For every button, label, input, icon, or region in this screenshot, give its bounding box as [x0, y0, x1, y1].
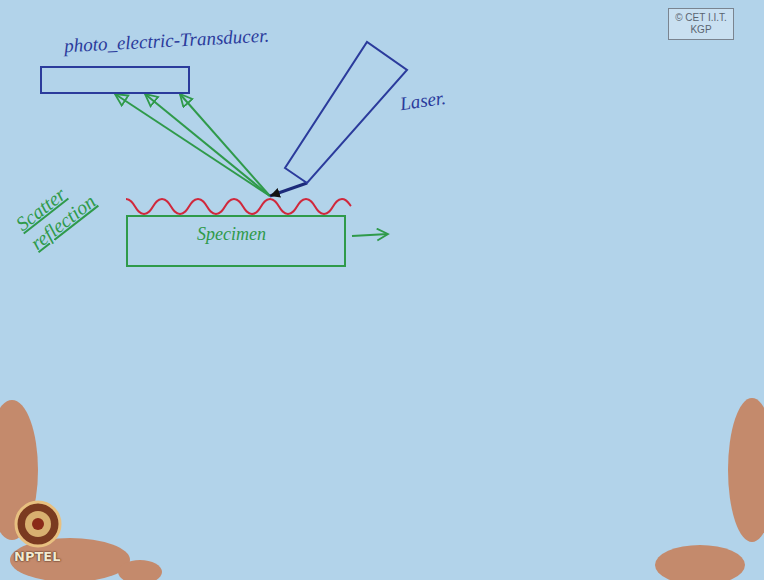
laser-label: Laser.	[399, 87, 448, 115]
hand	[0, 398, 764, 580]
laser-outline	[285, 40, 410, 183]
surface-profile	[126, 199, 351, 214]
logo	[16, 502, 60, 546]
watermark-box: © CET I.I.T. KGP	[668, 8, 734, 40]
hand	[728, 398, 764, 542]
note-text: Scatter reflection	[11, 155, 119, 254]
laser-beam	[270, 183, 307, 196]
reflected-ray	[145, 94, 270, 196]
logo-core	[25, 511, 51, 537]
specimen-body	[127, 216, 345, 266]
specimen-label: Specimen	[197, 224, 266, 245]
laser-source: Laser.	[285, 40, 410, 183]
hand	[655, 545, 745, 580]
transducer-label: photo_electric-Transducer.	[64, 25, 270, 58]
laser-body	[285, 42, 407, 183]
reflected-ray	[180, 94, 270, 196]
logo-text: NPTEL	[14, 549, 60, 565]
reflected-ray	[115, 94, 270, 196]
logo-ring	[16, 502, 60, 546]
watermark-text: © CET I.I.T. KGP	[675, 12, 727, 36]
specimen-block: Specimen	[125, 196, 350, 268]
transducer-box: photo_electric-Transducer.	[40, 66, 190, 94]
hand	[118, 560, 162, 580]
logo-center	[32, 518, 44, 530]
motion-arrow	[352, 234, 388, 236]
